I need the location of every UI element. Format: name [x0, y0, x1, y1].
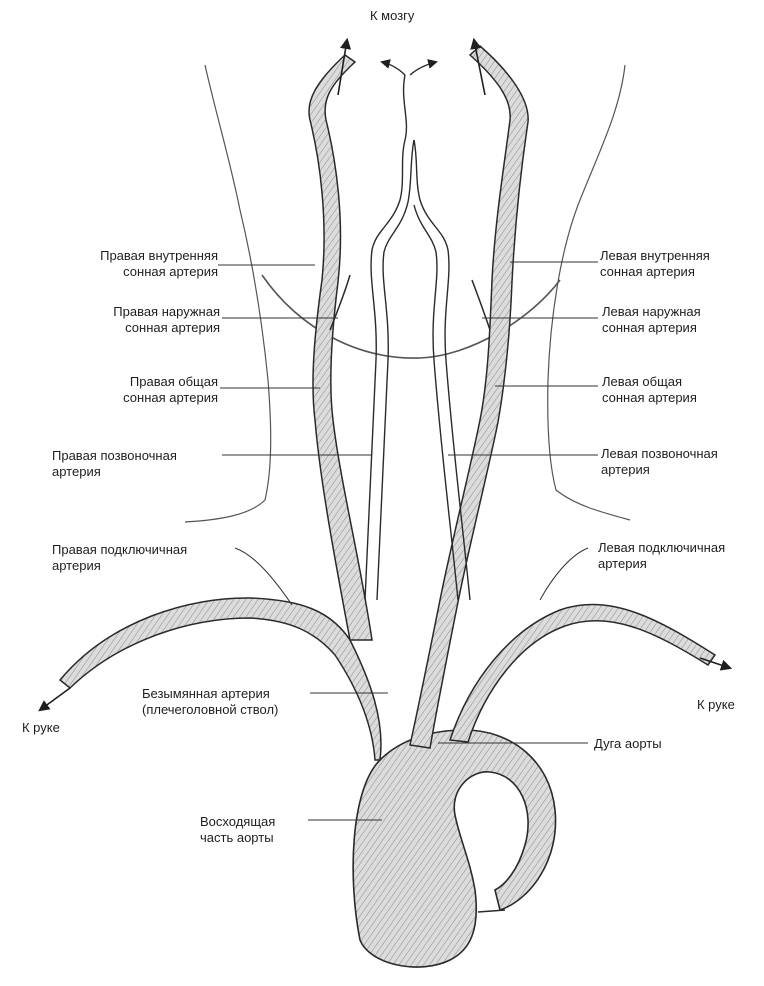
- label-innominate: Безымянная артерия (плечеголовной ствол): [142, 686, 278, 718]
- label-left-vertebral: Левая позвоночная артерия: [601, 446, 718, 478]
- label-left-subclavian: Левая подключичная артерия: [598, 540, 725, 572]
- label-left-common-carotid: Левая общая сонная артерия: [602, 374, 697, 406]
- right-vessels: [60, 55, 381, 760]
- label-ascending-aorta: Восходящая часть аорты: [200, 814, 275, 846]
- vertebral-arteries: [365, 62, 470, 600]
- label-right-common-carotid: Правая общая сонная артерия: [90, 374, 218, 406]
- label-right-vertebral: Правая позвоночная артерия: [52, 448, 177, 480]
- label-left-internal-carotid: Левая внутренняя сонная артерия: [600, 248, 710, 280]
- label-to-arm-right: К руке: [22, 720, 60, 736]
- label-right-external-carotid: Правая наружная сонная артерия: [70, 304, 220, 336]
- label-right-subclavian: Правая подключичная артерия: [52, 542, 187, 574]
- label-left-external-carotid: Левая наружная сонная артерия: [602, 304, 701, 336]
- neck-outline: [185, 65, 630, 522]
- label-right-internal-carotid: Правая внутренняя сонная артерия: [62, 248, 218, 280]
- label-aortic-arch: Дуга аорты: [594, 736, 662, 752]
- leader-lines: [218, 262, 598, 820]
- label-to-arm-left: К руке: [697, 697, 735, 713]
- label-to-brain: К мозгу: [370, 8, 414, 24]
- aorta: [353, 730, 555, 967]
